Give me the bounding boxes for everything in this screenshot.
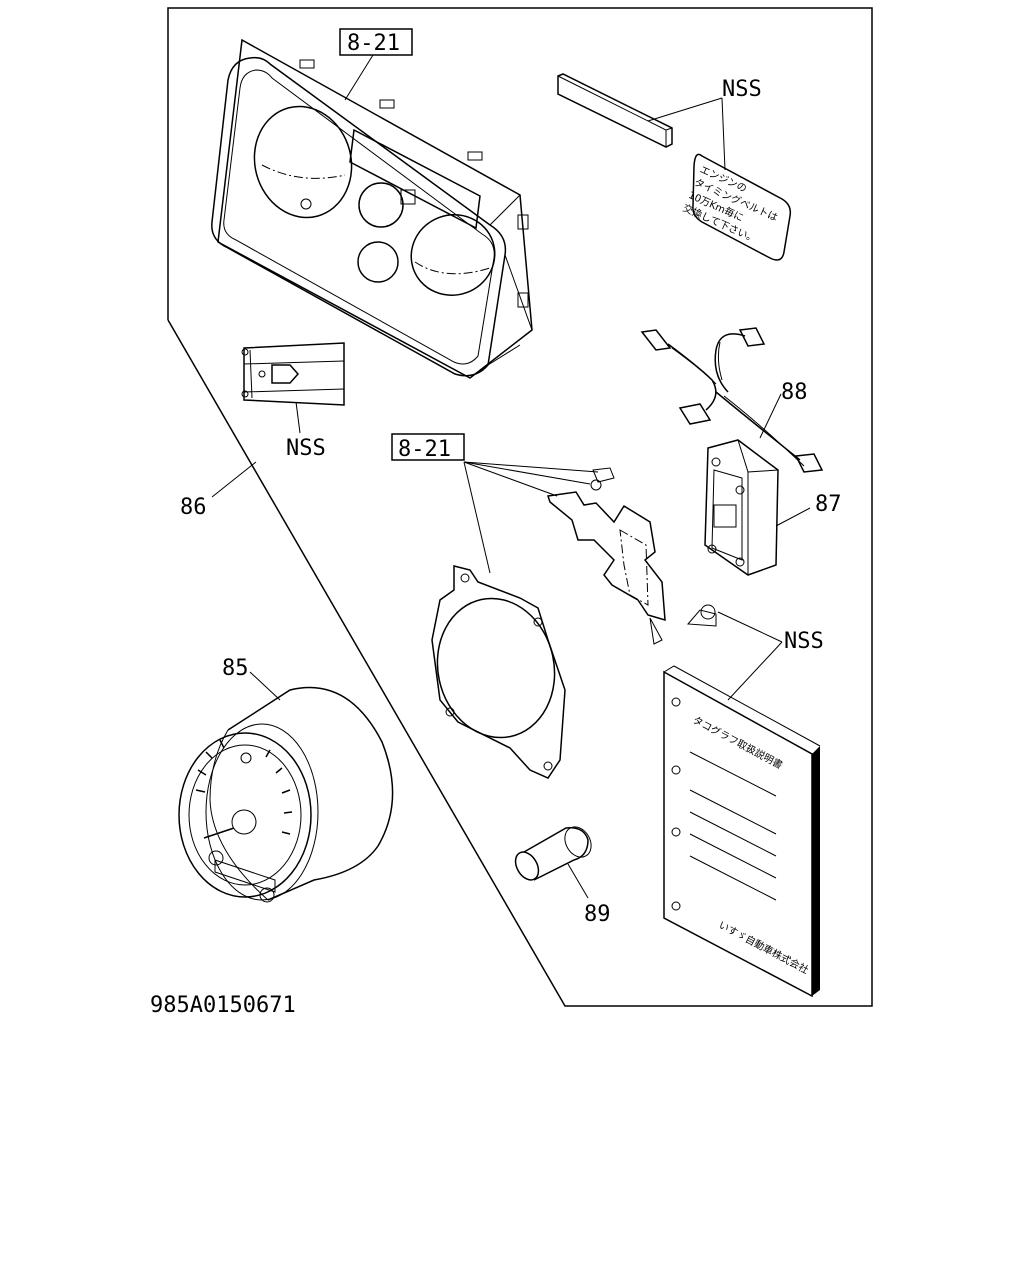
part-label-86: 86 — [180, 495, 207, 520]
nss-strip — [557, 73, 673, 148]
group-boundary — [167, 7, 873, 1007]
nss-label-strip: NSS — [722, 77, 762, 102]
part-label-88: 88 — [781, 380, 808, 405]
part-label-89: 89 — [584, 902, 611, 927]
wiring-harness — [640, 327, 824, 473]
ref-label-mid: 8-21 — [398, 437, 451, 462]
nss-label-book: NSS — [784, 629, 824, 654]
screw — [686, 604, 717, 627]
nss-label-clip: NSS — [286, 436, 326, 461]
relay-module — [704, 439, 779, 576]
mounting-bracket — [547, 467, 666, 645]
gasket — [431, 565, 566, 779]
part-label-85: 85 — [222, 656, 249, 681]
bulb-socket — [514, 826, 592, 881]
tachograph-meter — [178, 686, 394, 903]
part-label-87: 87 — [815, 492, 842, 517]
ref-box-top — [339, 28, 413, 56]
clip-bracket — [241, 342, 345, 406]
manual-book: タコグラフ取扱説明書 いすゞ自動車株式会社 — [663, 665, 821, 998]
ref-box-mid — [391, 433, 465, 461]
ref-label-top: 8-21 — [347, 31, 400, 56]
warning-decal: エンジンの タイミングベルトは 10万Km毎に 交換して下さい。 — [681, 153, 792, 261]
drawing-id: 985A0150671 — [150, 993, 296, 1018]
instrument-cluster — [211, 38, 533, 379]
